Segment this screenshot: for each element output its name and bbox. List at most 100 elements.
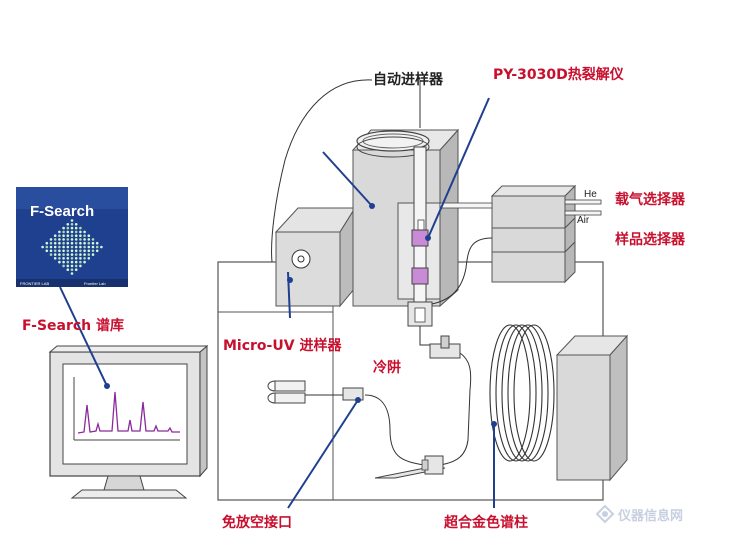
- label-column: 超合金色谱柱: [443, 514, 528, 531]
- logo-dot: [66, 260, 70, 264]
- logo-dot: [58, 249, 61, 253]
- logo-dot: [87, 245, 91, 249]
- logo-footer-mid: Frontier Lab: [84, 281, 106, 286]
- logo-dot: [53, 257, 57, 260]
- logo-dot: [53, 238, 57, 241]
- monitor: [48, 344, 209, 499]
- data-system-box: [555, 334, 629, 482]
- logo-title: F-Search: [30, 203, 94, 220]
- column-coil: [489, 324, 555, 462]
- logo-dot: [58, 260, 61, 264]
- logo-dot: [91, 245, 95, 249]
- label-autosampler: 自动进样器: [373, 71, 444, 88]
- logo-dot: [74, 264, 78, 268]
- fsearch-logo: F-Search FRONTIER LAB Frontier Lab: [16, 187, 128, 287]
- label-micro-uv: Micro-UV 进样器: [223, 337, 342, 354]
- logo-dot: [74, 245, 78, 249]
- logo-dot: [74, 241, 78, 245]
- logo-dot: [70, 253, 74, 256]
- logo-dot: [79, 238, 82, 241]
- logo-dot: [49, 241, 53, 245]
- logo-dot: [45, 245, 49, 249]
- logo-dot: [70, 272, 74, 275]
- gas-inlet-tubes: [439, 199, 602, 216]
- logo-dot: [79, 241, 82, 245]
- logo-footer-left: FRONTIER LAB: [20, 281, 49, 286]
- autosampler-cable: [271, 79, 373, 263]
- logo-dot: [70, 245, 74, 249]
- logo-dot: [83, 234, 86, 237]
- vent-free-interface: [267, 380, 364, 404]
- logo-dot: [83, 230, 86, 234]
- logo-dot: [83, 238, 86, 241]
- air-label: Air: [577, 215, 590, 226]
- logo-dot: [66, 249, 70, 253]
- tubing: [305, 237, 493, 466]
- third-module: [491, 240, 576, 284]
- logo-dot: [87, 257, 91, 260]
- logo-dot: [53, 241, 57, 245]
- logo-dot: [79, 257, 82, 260]
- logo-dot: [74, 249, 78, 253]
- logo-dot: [45, 241, 49, 245]
- logo-dot: [70, 238, 74, 241]
- logo-dot: [83, 253, 86, 256]
- logo-dot: [87, 249, 91, 253]
- logo-dot: [91, 238, 95, 241]
- logo-dot: [66, 264, 70, 268]
- logo-dot: [53, 253, 57, 256]
- logo-dot: [66, 245, 70, 249]
- logo-dot: [79, 230, 82, 234]
- logo-dot: [49, 245, 53, 249]
- pyrolyzer-furnace: [397, 146, 441, 327]
- logo-dot: [74, 260, 78, 264]
- logo-dot: [79, 264, 82, 268]
- carrier-gas-selector: [490, 184, 577, 230]
- logo-dot: [66, 226, 70, 230]
- watermark: 仪器信息网: [595, 504, 683, 524]
- logo-dot: [66, 253, 70, 256]
- logo-dot: [79, 249, 82, 253]
- logo-dot: [74, 238, 78, 241]
- logo-dot: [70, 226, 74, 230]
- logo-dot: [70, 249, 74, 253]
- logo-dot: [66, 238, 70, 241]
- logo-dot: [83, 260, 86, 264]
- logo-dot: [49, 238, 53, 241]
- logo-dot: [66, 230, 70, 234]
- logo-dot: [49, 249, 53, 253]
- pointer-arrowheads: [104, 203, 497, 427]
- logo-dot: [70, 234, 74, 237]
- logo-dot: [91, 253, 95, 256]
- logo-dot: [53, 249, 57, 253]
- logo-dot: [62, 226, 65, 230]
- logo-dot: [74, 230, 78, 234]
- logo-dot: [62, 253, 65, 256]
- logo-dot: [62, 245, 65, 249]
- logo-dot: [66, 223, 70, 226]
- logo-dot: [62, 249, 65, 253]
- logo-dot: [83, 241, 86, 245]
- logo-dot: [70, 223, 74, 226]
- logo-dot: [70, 260, 74, 264]
- he-label: He: [584, 189, 597, 200]
- logo-dot: [87, 241, 91, 245]
- logo-dot: [95, 249, 99, 253]
- logo-dot: [53, 245, 57, 249]
- logo-dot: [95, 245, 99, 249]
- logo-dot: [91, 241, 95, 245]
- logo-dot: [70, 257, 74, 260]
- chromatogram: [73, 377, 180, 441]
- logo-dot: [91, 249, 95, 253]
- label-carrier-selector: 载气选择器: [615, 191, 686, 208]
- watermark-logo-icon: [595, 504, 615, 524]
- logo-dot: [45, 249, 49, 253]
- logo-dot: [74, 226, 78, 230]
- label-vent-free-interface: 免放空接口: [222, 514, 292, 531]
- logo-dot: [74, 257, 78, 260]
- label-sample-selector: 样品选择器: [615, 231, 686, 248]
- logo-dot: [79, 253, 82, 256]
- logo-dot: [74, 223, 78, 226]
- logo-dot: [62, 260, 65, 264]
